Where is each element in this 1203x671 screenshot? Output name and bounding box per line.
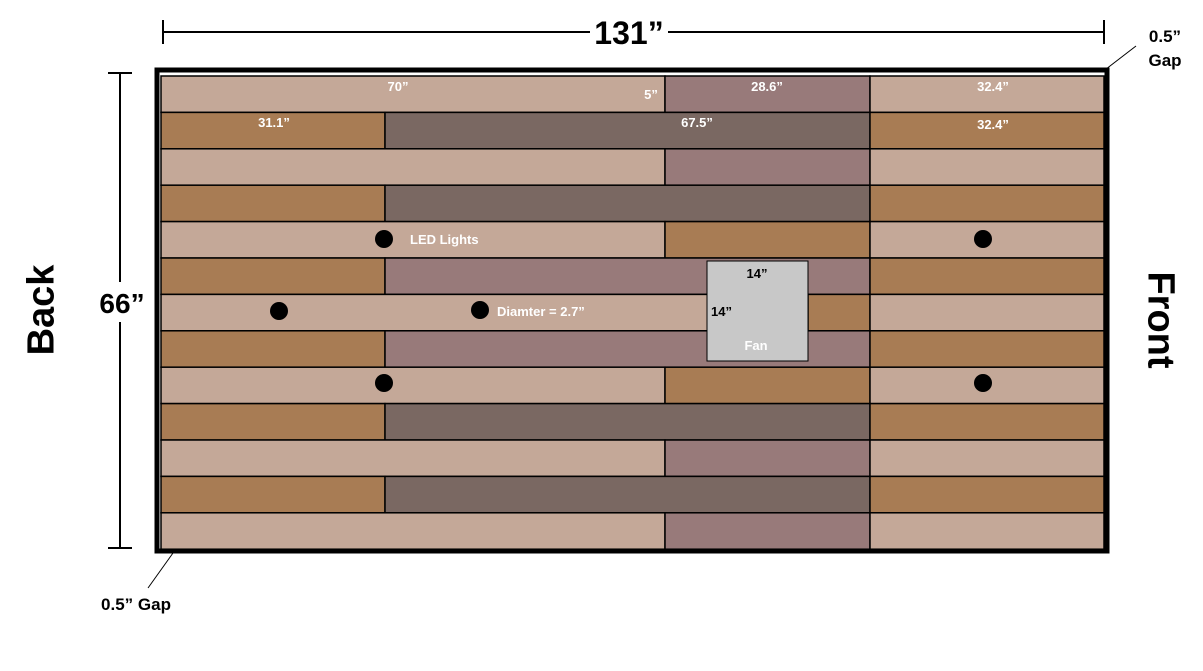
deck-plank: [160, 330, 386, 368]
deck-plank: [869, 148, 1105, 186]
deck-plank: [384, 184, 871, 223]
deck-plank: [664, 220, 871, 259]
bottom-gap-label: 0.5” Gap: [101, 595, 171, 614]
row1-plank-c-label: 28.6”: [751, 79, 783, 94]
fan-height-label: 14”: [711, 304, 732, 319]
diameter-label: Diamter = 2.7”: [497, 304, 585, 319]
fan-box: [706, 260, 809, 362]
height-label: 66”: [99, 288, 144, 319]
deck-plank: [160, 75, 666, 114]
deck-plank: [160, 512, 666, 550]
deck-plank: [384, 111, 871, 150]
deck-plank: [160, 475, 386, 514]
led-lights: [270, 230, 992, 392]
deck-plank: [384, 402, 871, 441]
deck-plank: [869, 439, 1105, 478]
led-light: [974, 230, 992, 248]
row2-plank-a-label: 31.1”: [258, 115, 290, 130]
deck-plank: [869, 330, 1105, 368]
led-light: [375, 374, 393, 392]
led-lights-label: LED Lights: [410, 232, 479, 247]
deck-plank: [160, 439, 666, 478]
deck-plank: [664, 148, 871, 186]
deck-plank: [160, 184, 386, 223]
deck-plank: [160, 220, 666, 259]
deck-plank: [664, 366, 871, 405]
led-light: [270, 302, 288, 320]
width-label: 131”: [594, 15, 663, 51]
row1-plank-a-label: 70”: [388, 79, 409, 94]
deck-plank: [869, 293, 1105, 332]
bottom-gap-callout: 0.5” Gap: [101, 545, 179, 614]
row1-plank-d-label: 32.4”: [977, 79, 1009, 94]
height-dimension: 66”: [99, 72, 145, 549]
top-gap-label-word: Gap: [1148, 51, 1181, 70]
deck-plank: [664, 512, 871, 550]
deck-plank: [664, 75, 871, 114]
plank-rows: [160, 75, 1105, 550]
deck-plank: [160, 148, 666, 186]
deck-plank: [869, 475, 1105, 514]
led-light: [375, 230, 393, 248]
row1-plank-b-label: 5”: [644, 87, 658, 102]
led-light: [471, 301, 489, 319]
deck-plank: [160, 402, 386, 441]
deck-plank: [160, 257, 386, 296]
fan-label: Fan: [744, 338, 767, 353]
top-gap-label-value: 0.5”: [1149, 27, 1181, 46]
deck-plank: [160, 366, 666, 405]
width-dimension: 131”: [162, 15, 1105, 51]
deck-plank: [869, 402, 1105, 441]
deck-plank: [869, 512, 1105, 550]
top-gap-callout: 0.5” Gap: [1096, 27, 1182, 77]
deck-plank: [869, 111, 1105, 150]
deck-plank: [384, 475, 871, 514]
deck-plank: [869, 257, 1105, 296]
back-side-label: Back: [20, 264, 63, 356]
deck-plank: [664, 439, 871, 478]
deck-plank: [807, 293, 871, 332]
led-light: [974, 374, 992, 392]
deck-plank: [869, 184, 1105, 223]
row2-plank-c-label: 32.4”: [977, 117, 1009, 132]
plank-dimension-labels: 70” 5” 28.6” 32.4” 31.1” 67.5” 32.4”: [258, 79, 1009, 132]
deck-plank: [160, 111, 386, 150]
fan-width-label: 14”: [747, 266, 768, 281]
front-side-label: Front: [1139, 271, 1182, 369]
row2-plank-b-label: 67.5”: [681, 115, 713, 130]
